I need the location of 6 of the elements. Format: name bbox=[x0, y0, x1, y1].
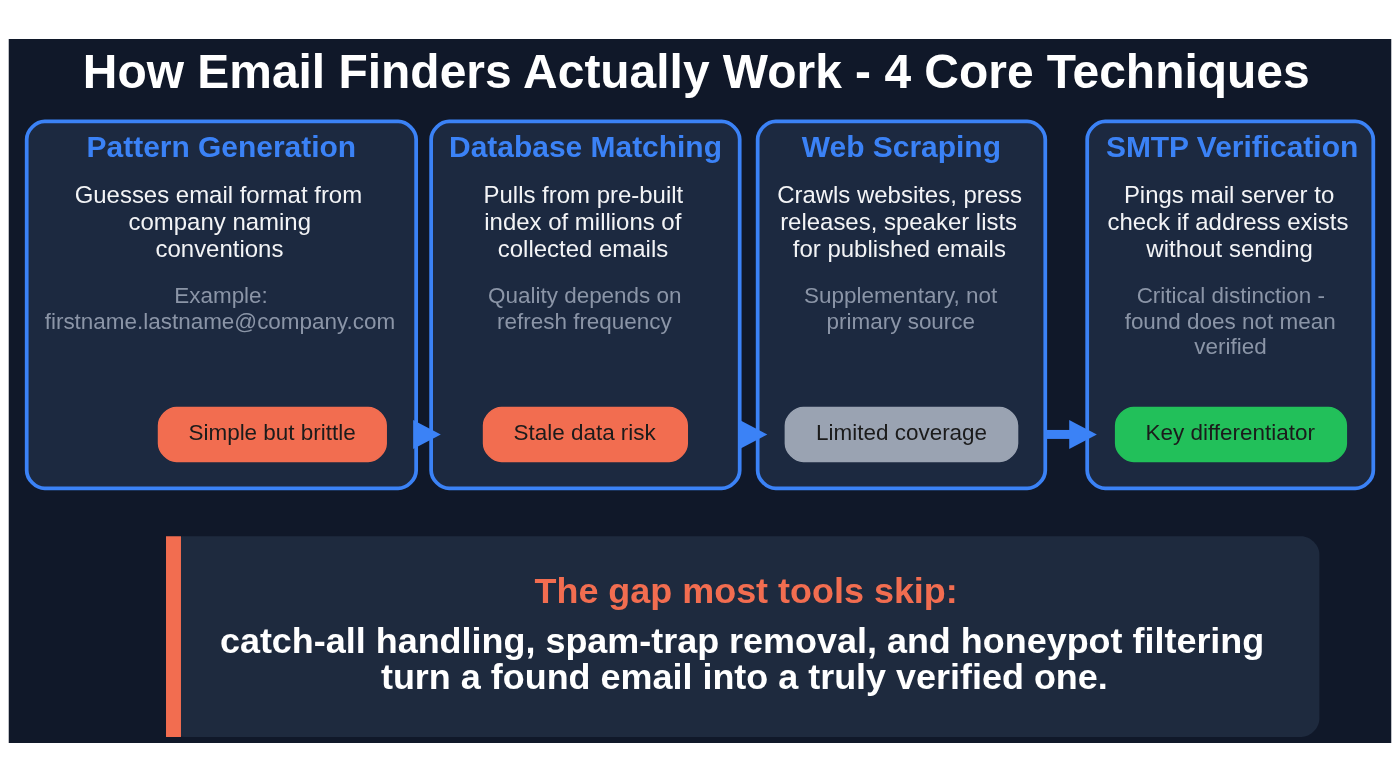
node-box: Simple but brittle bbox=[157, 406, 387, 462]
node-box: Key differentiator bbox=[1114, 406, 1348, 462]
arrow bbox=[1045, 419, 1097, 449]
node-box: Stale data risk bbox=[482, 406, 688, 462]
diagram-title: How Email Finders Actually Work - 4 Core Techniques bbox=[82, 44, 1310, 98]
node-box: Limited coverage bbox=[784, 406, 1019, 462]
